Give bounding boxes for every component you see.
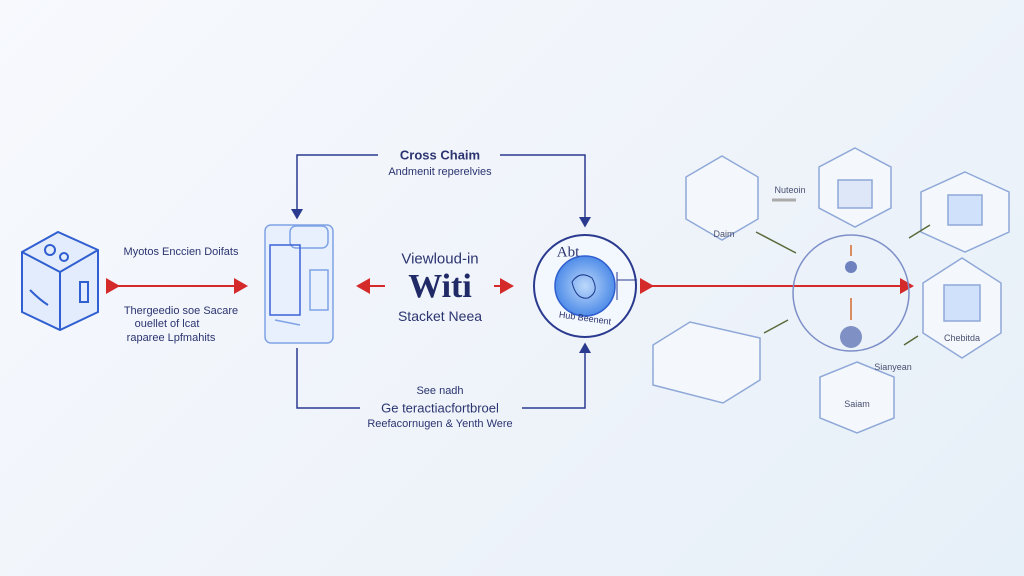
cross-chain-subtitle: Andmenit reperelvies xyxy=(388,166,492,178)
node-hexagon xyxy=(819,361,895,434)
network-label: Daim xyxy=(713,229,735,239)
network-label: Chebitda xyxy=(943,333,981,343)
bottom-line3: Reefacornugen & Yenth Were xyxy=(367,418,513,430)
hub-top-label: Abt xyxy=(556,244,580,261)
center-line3: Stacket Neea xyxy=(397,308,483,324)
left-node-desc: raparee Lpfmahits xyxy=(126,332,216,344)
center-heading: Witi xyxy=(408,268,472,305)
bottom-title: Ge teractiacfortbroel xyxy=(381,400,499,416)
cross-chain-title: Cross Chaim xyxy=(399,147,481,163)
network-label: Nuteoin xyxy=(774,185,806,195)
hub-icon xyxy=(533,234,637,338)
network-label: Sianyean xyxy=(874,362,912,372)
center-line1: Viewloud-in xyxy=(401,250,479,268)
left-node-title: Myotos Enccien Doifats xyxy=(123,246,239,258)
server-cube-icon xyxy=(21,230,99,332)
network-label: Saiam xyxy=(844,399,870,409)
left-node-desc: ouellet of lcat xyxy=(134,318,200,330)
left-node-desc: Thergeedio soe Sacare xyxy=(123,305,239,317)
node-hexagon xyxy=(685,155,759,241)
storage-device-icon xyxy=(264,224,334,344)
flow-connectors xyxy=(291,154,591,409)
bottom-line1: See nadh xyxy=(416,385,464,397)
network-cluster xyxy=(652,147,1010,434)
node-box xyxy=(652,321,761,404)
